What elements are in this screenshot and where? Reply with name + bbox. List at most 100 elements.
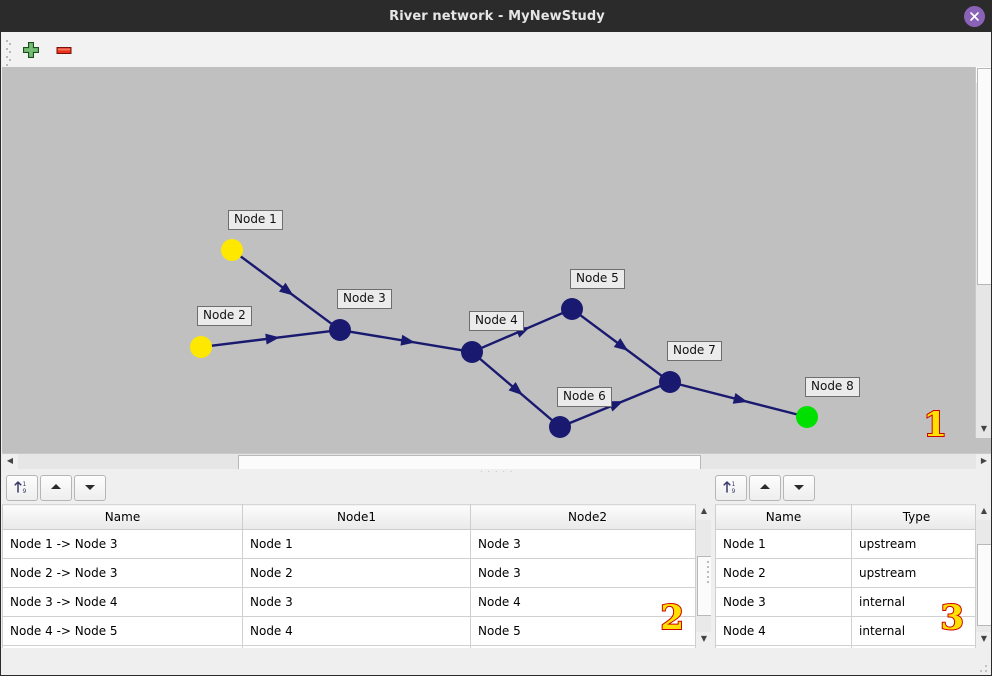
- canvas-horizontal-scrollbar[interactable]: ◀ ▶: [2, 453, 991, 471]
- graph-node-label[interactable]: Node 1: [228, 210, 283, 230]
- table-cell[interactable]: Node 3: [470, 558, 695, 588]
- graph-node[interactable]: [549, 416, 571, 438]
- graph-node[interactable]: [461, 341, 483, 363]
- edge-arrow-icon: [732, 393, 748, 404]
- table-cell[interactable]: Node 2: [715, 558, 852, 588]
- column-header[interactable]: Name: [715, 504, 852, 530]
- window-title: River network - MyNewStudy: [389, 9, 605, 24]
- splitter-grip[interactable]: [707, 561, 710, 587]
- table-cell: [715, 645, 852, 648]
- table-cell[interactable]: Node 1: [715, 529, 852, 559]
- canvas-vscroll-thumb[interactable]: [977, 68, 991, 285]
- table-cell: [470, 645, 695, 648]
- network-graph-canvas[interactable]: Node 1 Node 2 Node 3 Node 4 Node 5 Node 6 Node…: [2, 70, 969, 455]
- column-header[interactable]: Node1: [242, 504, 471, 530]
- move-down-icon[interactable]: [783, 475, 815, 501]
- scroll-up-icon[interactable]: ▲: [976, 504, 991, 520]
- table-cell[interactable]: Node 1 -> Node 3: [2, 529, 243, 559]
- green-plus-icon[interactable]: [21, 40, 43, 60]
- graph-nodes[interactable]: [190, 239, 818, 438]
- graph-node-label[interactable]: Node 8: [805, 377, 860, 397]
- table-cell[interactable]: upstream: [851, 558, 975, 588]
- table-row-empty[interactable]: [715, 645, 975, 648]
- table-cell[interactable]: Node 3: [242, 587, 471, 617]
- graph-node-label[interactable]: Node 3: [337, 289, 392, 309]
- column-header[interactable]: Type: [851, 504, 975, 530]
- edge-arrow-icon: [508, 382, 523, 396]
- svg-text:9: 9: [732, 488, 736, 495]
- scroll-up-icon[interactable]: ▲: [696, 504, 712, 520]
- graph-node-label[interactable]: Node 6: [557, 387, 612, 407]
- sort-icon[interactable]: 1 9: [715, 475, 747, 501]
- table-cell[interactable]: Node 4 -> Node 5: [2, 616, 243, 646]
- column-header[interactable]: Name: [2, 504, 243, 530]
- sort-icon[interactable]: 1 9: [6, 475, 38, 501]
- table-cell[interactable]: internal: [851, 616, 975, 646]
- edge-arrow-icon: [400, 334, 416, 346]
- table-cell[interactable]: Node 3 -> Node 4: [2, 587, 243, 617]
- graph-node-label[interactable]: Node 7: [667, 341, 722, 361]
- annotation-2: 2: [659, 597, 685, 639]
- graph-node[interactable]: [561, 298, 583, 320]
- nodes-table-scrollbar[interactable]: ▲ ▼: [975, 504, 991, 648]
- scroll-down-icon[interactable]: ▼: [696, 632, 712, 648]
- graph-node[interactable]: [221, 239, 243, 261]
- nodes-scroll-thumb[interactable]: [977, 544, 991, 626]
- svg-text:1: 1: [23, 481, 27, 488]
- table-cell[interactable]: Node 2 -> Node 3: [2, 558, 243, 588]
- edge-arrow-icon: [613, 338, 629, 351]
- scroll-down-icon[interactable]: ▼: [976, 632, 991, 648]
- toolbar-grip[interactable]: [6, 40, 11, 69]
- resize-grip[interactable]: [980, 665, 988, 673]
- table-cell[interactable]: Node 2: [242, 558, 471, 588]
- svg-text:1: 1: [732, 481, 736, 488]
- reaches-panel-toolbar: 1 9: [2, 475, 712, 505]
- graph-node-label[interactable]: Node 5: [570, 269, 625, 289]
- svg-text:9: 9: [23, 488, 27, 495]
- table-cell: [2, 645, 243, 648]
- scroll-down-icon[interactable]: ▼: [976, 422, 991, 438]
- table-cell[interactable]: Node 4: [470, 587, 695, 617]
- move-down-icon[interactable]: [74, 475, 106, 501]
- table-cell[interactable]: Node 4: [715, 616, 852, 646]
- graph-node[interactable]: [190, 336, 212, 358]
- table-row-empty[interactable]: [2, 645, 695, 648]
- graph-node[interactable]: [659, 371, 681, 393]
- column-header[interactable]: Node2: [470, 504, 695, 530]
- red-minus-icon[interactable]: [54, 40, 76, 60]
- table-cell[interactable]: Node 3: [715, 587, 852, 617]
- horizontal-splitter[interactable]: · · · · ·: [2, 469, 991, 476]
- table-cell[interactable]: Node 3: [470, 529, 695, 559]
- table-cell[interactable]: Node 4: [242, 616, 471, 646]
- table-cell[interactable]: Node 1: [242, 529, 471, 559]
- scroll-left-icon[interactable]: ◀: [2, 454, 18, 470]
- reaches-table-scrollbar[interactable]: ▲ ▼: [695, 504, 713, 648]
- close-icon[interactable]: [964, 6, 985, 27]
- annotation-1: 1: [922, 404, 948, 446]
- graph-node[interactable]: [796, 406, 818, 428]
- move-up-icon[interactable]: [40, 475, 72, 501]
- scroll-right-icon[interactable]: ▶: [976, 454, 991, 470]
- table-cell: [242, 645, 471, 648]
- graph-node-label[interactable]: Node 2: [197, 306, 252, 326]
- move-up-icon[interactable]: [749, 475, 781, 501]
- canvas-vertical-scrollbar[interactable]: ▲ ▼: [975, 67, 991, 438]
- graph-node[interactable]: [329, 319, 351, 341]
- graph-node-label[interactable]: Node 4: [469, 311, 524, 331]
- table-cell[interactable]: Node 5: [470, 616, 695, 646]
- table-cell[interactable]: upstream: [851, 529, 975, 559]
- vertical-splitter[interactable]: [711, 475, 713, 675]
